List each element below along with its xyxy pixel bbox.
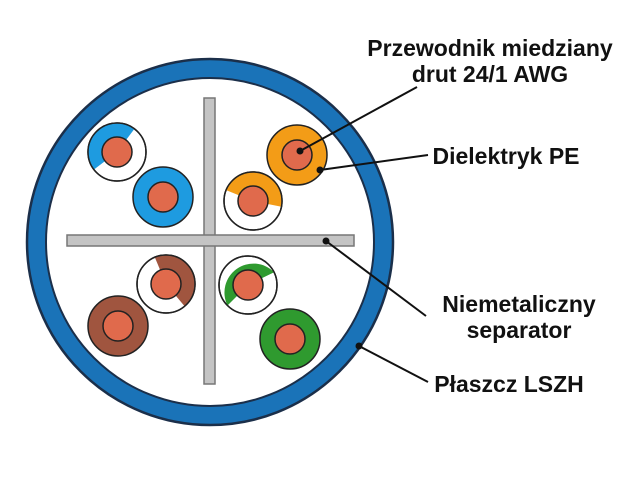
label-conductor-line2: drut 24/1 AWG xyxy=(412,61,568,87)
wire-white-green xyxy=(218,255,278,315)
leader-separator xyxy=(325,240,427,317)
wire-green xyxy=(259,308,321,370)
label-dielectric: Dielektryk PE xyxy=(432,143,579,169)
leader-dot-dielectric xyxy=(316,166,324,174)
wire-orange xyxy=(266,124,328,186)
wire-white-orange xyxy=(223,171,283,231)
leader-jacket xyxy=(358,345,429,383)
label-conductor-line1: Przewodnik miedziany xyxy=(367,35,613,61)
leader-dot-jacket xyxy=(355,342,363,350)
wire-white-blue xyxy=(87,122,147,182)
leader-dot-conductor xyxy=(296,147,304,155)
leader-dielectric xyxy=(319,154,429,171)
leader-dot-separator xyxy=(322,237,330,245)
label-separator-line1: Niemetaliczny xyxy=(442,291,596,317)
wire-blue xyxy=(132,166,194,228)
label-jacket: Płaszcz LSZH xyxy=(434,371,584,397)
label-separator-line2: separator xyxy=(467,317,572,343)
wire-white-brown xyxy=(136,254,196,314)
leader-conductor xyxy=(299,86,418,152)
wire-brown xyxy=(87,295,149,357)
separator-center xyxy=(205,236,214,245)
